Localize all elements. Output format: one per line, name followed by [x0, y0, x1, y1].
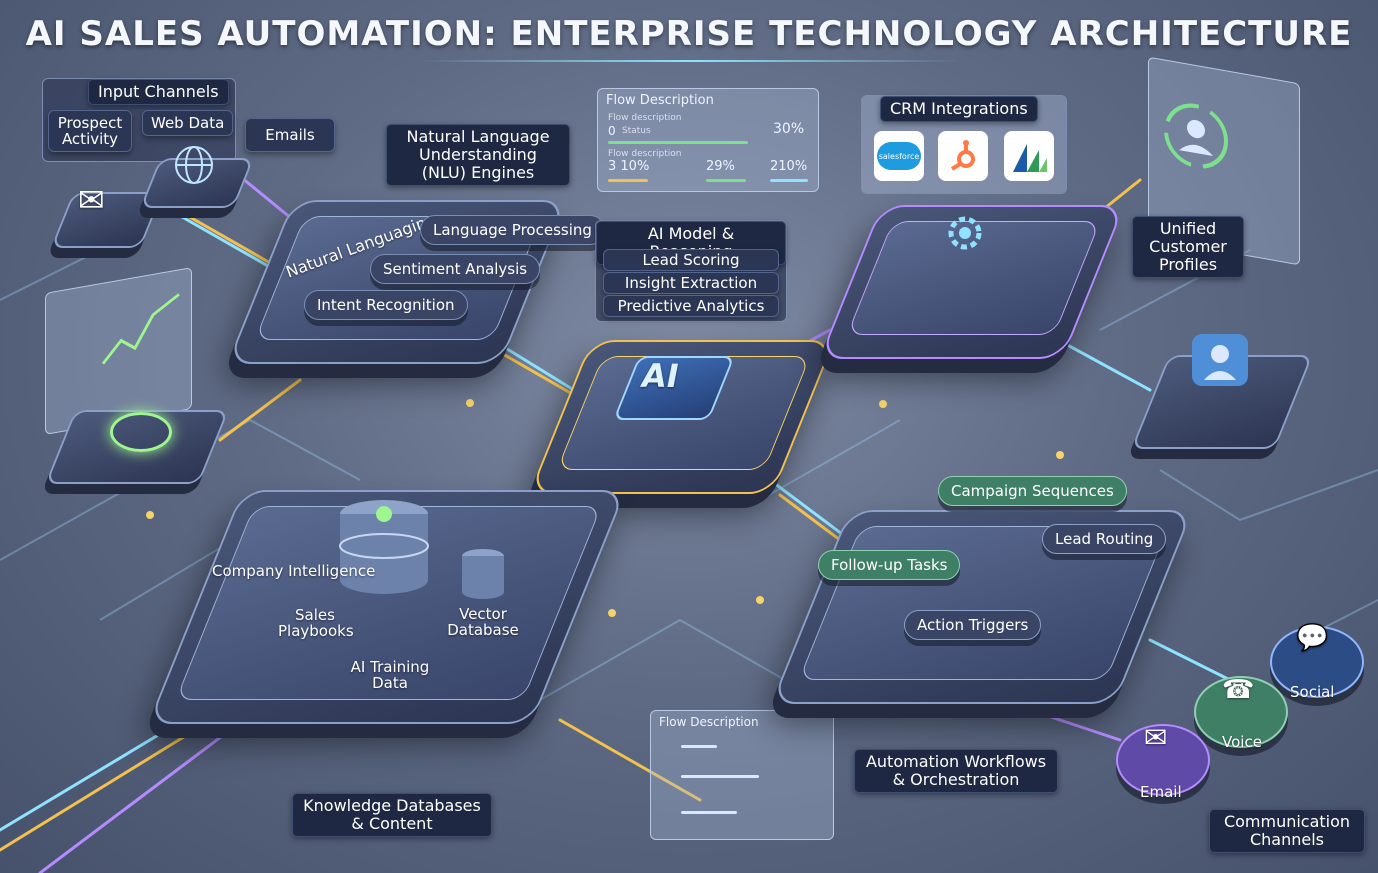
ai-training-data-text: AI Training Data — [350, 658, 430, 692]
flow-row2-bar-1 — [608, 179, 648, 182]
insight-extraction-item: Insight Extraction — [603, 272, 779, 294]
communication-label: Communication Channels — [1209, 809, 1365, 853]
chat-icon: 💬 — [1296, 623, 1329, 653]
envelope-icon: ✉ — [1144, 721, 1168, 754]
globe-icon — [175, 146, 213, 184]
title-underline — [420, 60, 960, 62]
phone-icon: ☎ — [1222, 675, 1255, 705]
envelope-icon: ✉ — [78, 181, 105, 219]
input-channels-label: Input Channels — [88, 79, 229, 105]
vector-database-text: Vector Database — [447, 605, 519, 639]
email-channel — [1116, 724, 1210, 796]
web-data-chip: Web Data — [142, 110, 234, 136]
vector-database-icon — [462, 549, 504, 599]
chart-icon — [101, 293, 180, 365]
flow-row2-bar-2 — [706, 179, 746, 182]
hologram-ring — [110, 412, 172, 452]
email-text: Email — [1140, 783, 1182, 801]
lead-scoring-item: Lead Scoring — [603, 249, 779, 271]
automation-label: Automation Workflows & Orchestration — [854, 749, 1058, 793]
flow-line-2 — [681, 775, 759, 778]
language-processing-module: Language Processing — [420, 215, 605, 245]
flow-card-header: Flow Description — [606, 93, 714, 108]
campaign-sequences-module: Campaign Sequences — [938, 476, 1127, 506]
predictive-analytics-item: Predictive Analytics — [603, 295, 779, 317]
lead-routing-module: Lead Routing — [1042, 524, 1167, 554]
flow-row1-bar — [608, 141, 748, 144]
company-intelligence-text: Company Intelligence — [212, 562, 376, 580]
flow-line-3 — [681, 811, 737, 814]
action-triggers-module: Action Triggers — [904, 610, 1042, 640]
flow-row1-sub: Status — [622, 126, 651, 136]
social-channel — [1270, 626, 1364, 698]
analytics-card — [45, 267, 192, 435]
dynamics-icon — [1004, 131, 1054, 181]
intent-recognition-module: Intent Recognition — [304, 290, 468, 320]
sentiment-analysis-module: Sentiment Analysis — [370, 254, 541, 284]
salesforce-logo: salesforce — [874, 131, 924, 181]
flow-card-bottom-header: Flow Description — [659, 715, 759, 729]
social-text: Social — [1290, 683, 1335, 701]
sales-playbooks-text: Sales Playbooks — [278, 606, 354, 640]
salesforce-cloud: salesforce — [877, 142, 921, 170]
user-icon — [1164, 103, 1228, 169]
flow-description-card-bottom: Flow Description — [650, 710, 834, 840]
flow-row1-value: 30% — [773, 121, 805, 137]
knowledge-label: Knowledge Databases & Content — [292, 793, 492, 837]
flow-row1-caption: Flow description — [608, 113, 682, 123]
ai-chip-text: AI — [642, 357, 679, 395]
flow-row1-left: 0 — [608, 124, 616, 138]
voice-channel — [1194, 676, 1288, 748]
follow-up-tasks-module: Follow-up Tasks — [818, 550, 961, 580]
prospect-activity-chip: Prospect Activity — [48, 110, 132, 152]
voice-text: Voice — [1222, 733, 1262, 751]
flow-row2-value-1: 3 10% — [608, 159, 650, 174]
emails-chip: Emails — [245, 118, 335, 152]
flow-row2-caption: Flow description — [608, 149, 682, 159]
flow-row2-bar-3 — [770, 179, 808, 182]
flow-line-1 — [681, 745, 717, 748]
gear-icon — [948, 216, 982, 250]
page-title: AI SALES AUTOMATION: ENTERPRISE TECHNOLO… — [25, 14, 1353, 54]
crm-integrations-label: CRM Integrations — [880, 96, 1038, 122]
unified-profiles-label: Unified Customer Profiles — [1132, 216, 1244, 278]
flow-description-card-top: Flow Description Flow description 0 Stat… — [597, 88, 819, 192]
profile-card — [1148, 56, 1300, 266]
database-icon — [339, 500, 429, 594]
nlu-engines-label: Natural Language Understanding (NLU) Eng… — [386, 124, 570, 186]
user-icon — [1192, 334, 1248, 386]
flow-row2-value-3: 210% — [770, 159, 808, 174]
flow-row2-value-2: 29% — [706, 159, 735, 174]
hubspot-icon — [938, 131, 988, 181]
